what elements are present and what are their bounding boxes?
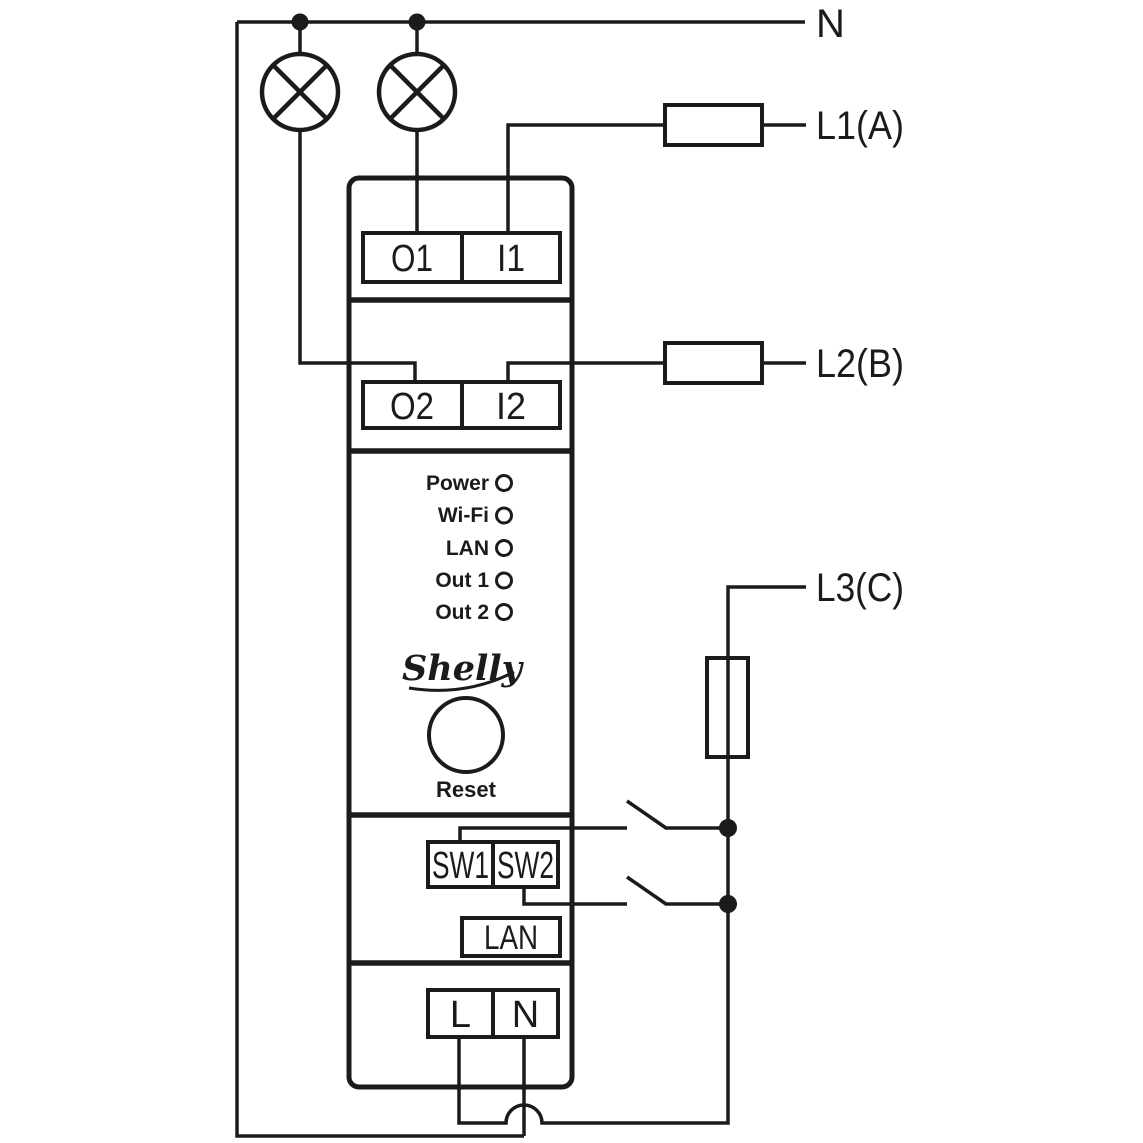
device-outline bbox=[346, 175, 575, 1090]
terminal-o2-label: O2 bbox=[390, 386, 434, 428]
i2-to-l2-wire bbox=[506, 361, 806, 383]
led-lan-label: LAN bbox=[446, 537, 489, 560]
switch2-blade bbox=[626, 875, 728, 906]
fuse-l1 bbox=[663, 103, 764, 147]
reset-button-circle bbox=[427, 696, 505, 774]
led-out1-icon bbox=[495, 571, 513, 590]
led-out1-label: Out 1 bbox=[435, 569, 489, 592]
lamp-circle bbox=[376, 51, 458, 133]
neutral-line-label: N bbox=[816, 2, 845, 46]
junction-dot bbox=[408, 13, 426, 31]
led-wifi-label: Wi-Fi bbox=[438, 504, 489, 527]
fuse-l3 bbox=[705, 656, 750, 759]
l1-line-label: L1(A) bbox=[816, 104, 904, 148]
terminal-sw2-label: SW2 bbox=[497, 845, 554, 887]
junction-dot bbox=[291, 13, 309, 31]
i1-to-l1-wire bbox=[506, 123, 806, 234]
sw2-wire bbox=[522, 886, 627, 906]
junction-dot bbox=[719, 895, 737, 913]
lamp-circle bbox=[259, 51, 341, 133]
lan-port-outline bbox=[460, 916, 562, 958]
switch1-blade bbox=[626, 799, 728, 830]
led-power-icon bbox=[495, 474, 513, 492]
lamp-cross bbox=[388, 63, 446, 121]
led-out2-icon bbox=[495, 603, 513, 621]
l3-line-label: L3(C) bbox=[816, 566, 904, 610]
lan-port-label: LAN bbox=[484, 919, 538, 957]
terminal-o1-label: O1 bbox=[391, 238, 433, 280]
reset-button: Reset bbox=[427, 696, 505, 802]
led-power-label: Power bbox=[426, 472, 489, 495]
shelly-device: O1 I1 O2 I2 Power Wi-Fi LAN Out 1 Out 2 … bbox=[346, 175, 575, 1090]
lamp-2 bbox=[376, 51, 458, 133]
lan-port: LAN bbox=[460, 916, 562, 958]
reset-label: Reset bbox=[436, 777, 497, 802]
led-lan-icon bbox=[495, 539, 513, 557]
l2-line-label: L2(B) bbox=[816, 342, 904, 386]
terminal-block-sw1-sw2: SW1 SW2 bbox=[426, 840, 560, 889]
lamp-cross bbox=[271, 63, 329, 121]
terminal-n-label: N bbox=[512, 994, 539, 1036]
wiring bbox=[235, 20, 806, 1138]
fuse-l2 bbox=[663, 341, 764, 385]
junction-dots bbox=[291, 13, 737, 913]
led-panel: Power Wi-Fi LAN Out 1 Out 2 bbox=[426, 472, 513, 624]
led-out2-label: Out 2 bbox=[435, 601, 489, 624]
terminal-block-o1-i1: O1 I1 bbox=[361, 231, 562, 284]
terminal-i2-label: I2 bbox=[496, 386, 526, 428]
terminal-i1-label: I1 bbox=[497, 238, 525, 280]
led-wifi-icon bbox=[495, 506, 513, 525]
neutral-return-wire bbox=[235, 22, 524, 1138]
l-terminal-supply-wire bbox=[457, 905, 730, 1125]
terminal-sw1-label: SW1 bbox=[432, 845, 489, 887]
terminal-block-o2-i2: O2 I2 bbox=[361, 380, 562, 430]
lamp-1 bbox=[259, 51, 341, 133]
brand-logo: Shelly bbox=[402, 648, 525, 692]
terminal-block-l-n: L N bbox=[426, 988, 560, 1039]
brand-logo-text: Shelly bbox=[402, 648, 525, 689]
lamp1-to-o2-wire bbox=[298, 129, 417, 383]
junction-dot bbox=[719, 819, 737, 837]
l3-drop-wire bbox=[726, 585, 806, 905]
brand-logo-swash bbox=[408, 670, 515, 692]
terminal-l-label: L bbox=[450, 994, 471, 1036]
